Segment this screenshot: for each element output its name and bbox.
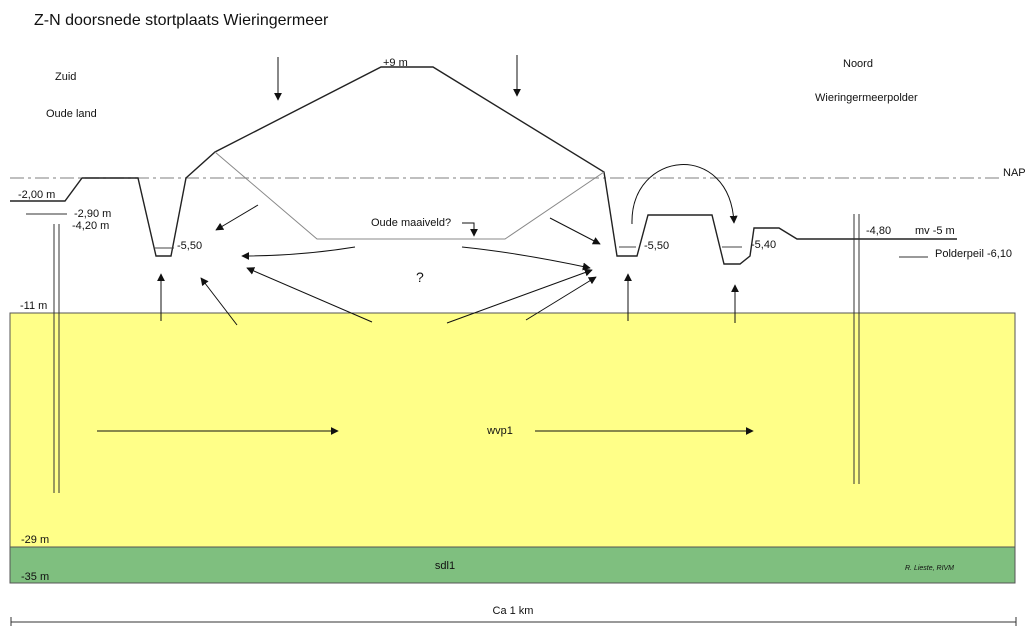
level-2-90: -2,90 m xyxy=(74,208,111,220)
level-polderpeil: Polderpeil -6,10 xyxy=(935,248,1012,260)
aquifer-layer-wvp1 xyxy=(9,312,1016,548)
level-35: -35 m xyxy=(21,571,49,583)
terrain-profile xyxy=(10,66,957,265)
arrow-to-left-ditch xyxy=(215,204,259,231)
arrow-diag-left-2 xyxy=(246,267,373,323)
label-noord: Noord xyxy=(843,58,873,70)
label-sdl1: sdl1 xyxy=(435,560,455,572)
scale-label: Ca 1 km xyxy=(493,605,534,617)
level-4-80: -4,80 xyxy=(866,225,891,237)
level-11: -11 m xyxy=(20,300,47,312)
arrow-curved-ditch xyxy=(631,164,738,225)
label-zuid: Zuid xyxy=(55,71,76,83)
level-5-50-left: -5,50 xyxy=(177,240,202,252)
label-unknown: ? xyxy=(416,269,424,285)
arrow-diag-left-1 xyxy=(200,277,238,326)
label-oude-maaiveld: Oude maaiveld? xyxy=(371,217,451,229)
level-29: -29 m xyxy=(21,534,49,546)
old-ground-level xyxy=(214,151,605,240)
label-oude-land: Oude land xyxy=(46,108,97,120)
label-wieringermeerpolder: Wieringermeerpolder xyxy=(815,92,918,104)
label-nap: NAP xyxy=(1003,167,1026,179)
level-5-50-right: -5,50 xyxy=(644,240,669,252)
arrow-diag-right-2 xyxy=(525,276,597,321)
oude-maaiveld-pointer xyxy=(462,222,478,237)
author-signature: R. Lieste, RIVM xyxy=(905,565,954,572)
level-4-20: -4,20 m xyxy=(72,220,109,232)
label-top-height: +9 m xyxy=(383,57,408,69)
level-2-00: -2,00 m xyxy=(18,189,55,201)
arrow-old-ground-left xyxy=(241,246,356,260)
arrow-diag-right-1 xyxy=(446,268,593,324)
arrow-old-ground-right xyxy=(461,246,591,271)
aquitard-layer-sdl1 xyxy=(9,546,1016,584)
diagram-title: Z-N doorsnede stortplaats Wieringermeer xyxy=(34,12,329,29)
label-wvp1: wvp1 xyxy=(486,425,513,437)
arrow-to-right-ditch xyxy=(549,217,601,245)
level-5-40: -5,40 xyxy=(751,239,776,251)
level-mv: mv -5 m xyxy=(915,225,955,237)
